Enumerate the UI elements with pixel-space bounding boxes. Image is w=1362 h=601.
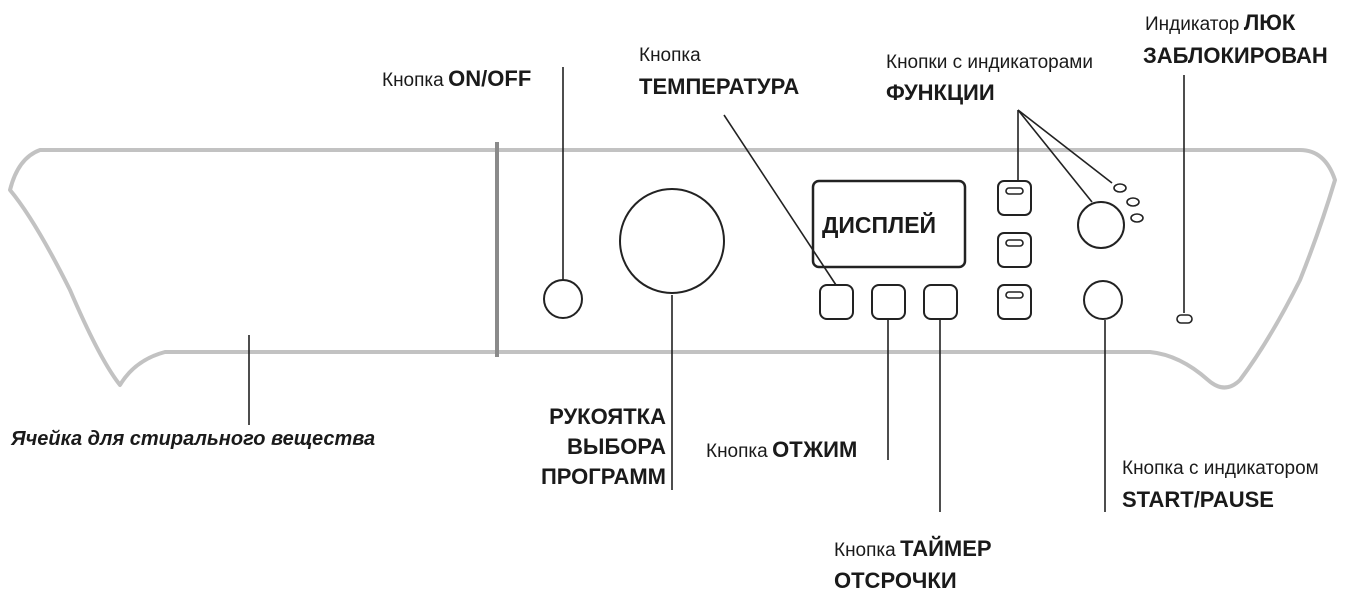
leader-functions-2: [1017, 109, 1093, 203]
label-on-off-prefix: Кнопка: [382, 70, 444, 91]
leader-functions-3: [1017, 109, 1113, 184]
display-text: ДИСПЛЕЙ: [822, 212, 937, 238]
label-delay-timer-prefix: Кнопка: [834, 540, 896, 561]
label-spin-prefix: Кнопка: [706, 441, 768, 462]
label-functions-prefix: Кнопки с индикаторами: [886, 52, 1093, 73]
label-door-lock-bold1: ЛЮК: [1243, 10, 1296, 35]
function-indicator-2: [1005, 239, 1024, 247]
label-detergent: Ячейка для стирального вещества: [11, 428, 376, 450]
spin-button[interactable]: [871, 284, 906, 320]
label-functions-bold: ФУНКЦИИ: [886, 80, 995, 105]
label-delay-timer-bold2: ОТСРОЧКИ: [834, 568, 957, 593]
label-door-lock-bold2: ЗАБЛОКИРОВАН: [1143, 43, 1328, 68]
label-start-pause-bold: START/PAUSE: [1122, 487, 1274, 512]
on-off-button[interactable]: [543, 279, 583, 319]
display-screen: [811, 179, 967, 269]
delay-timer-button[interactable]: [923, 284, 958, 320]
function-indicator-1: [1005, 187, 1024, 195]
function-knob[interactable]: [1077, 201, 1125, 249]
door-lock-indicator: [1176, 314, 1193, 324]
label-door-lock-prefix: Индикатор: [1145, 14, 1240, 35]
function-indicator-3: [1005, 291, 1024, 299]
label-program-knob-line1: РУКОЯТКА: [549, 404, 666, 429]
temperature-button[interactable]: [819, 284, 854, 320]
function-button-1[interactable]: [997, 180, 1032, 216]
function-knob-indicator-1: [1113, 183, 1127, 193]
label-program-knob: РУКОЯТКА ВЫБОРА ПРОГРАММ: [500, 402, 666, 492]
label-program-knob-line3: ПРОГРАММ: [540, 464, 666, 489]
label-on-off: Кнопка ON/OFF: [382, 66, 531, 92]
program-knob[interactable]: [619, 188, 725, 294]
start-pause-button[interactable]: [1083, 280, 1123, 320]
function-knob-indicator-2: [1126, 197, 1140, 207]
label-temperature-prefix: Кнопка: [639, 45, 701, 66]
label-spin-bold: ОТЖИМ: [772, 437, 858, 462]
label-delay-timer-bold1: ТАЙМЕР: [900, 536, 992, 561]
label-start-pause-prefix: Кнопка с индикатором: [1122, 458, 1319, 479]
function-knob-indicator-3: [1130, 213, 1144, 223]
label-on-off-bold: ON/OFF: [448, 66, 532, 91]
label-spin: Кнопка ОТЖИМ: [706, 437, 857, 463]
function-button-3[interactable]: [997, 284, 1032, 320]
label-temperature-bold: ТЕМПЕРАТУРА: [639, 74, 800, 99]
panel-outline: [8, 148, 1337, 390]
label-delay-timer-line1: Кнопка ТАЙМЕР: [834, 536, 992, 562]
label-door-lock-line1: Индикатор ЛЮК: [1145, 10, 1295, 36]
function-button-2[interactable]: [997, 232, 1032, 268]
label-program-knob-line2: ВЫБОРА: [567, 434, 666, 459]
leader-temperature: [723, 114, 837, 286]
